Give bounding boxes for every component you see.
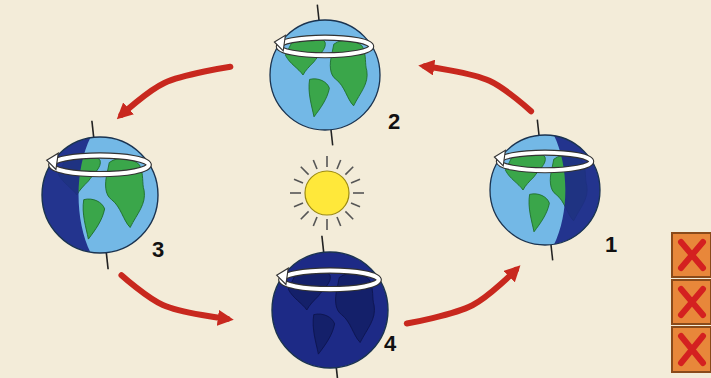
orbit-arrow [425, 66, 531, 111]
orbit-arrow [121, 67, 230, 115]
close-buttons [672, 233, 711, 372]
callout-number: 2 [386, 110, 402, 134]
sun [290, 156, 364, 230]
earth-globe: 3 [42, 137, 158, 253]
earth-globe: 2 [270, 20, 380, 130]
callout-number: 3 [150, 238, 166, 262]
globe-drawing [270, 20, 380, 130]
orbit-arrow [407, 270, 516, 324]
globe-drawing [42, 137, 158, 253]
globe-drawing [272, 252, 388, 368]
globe-drawing [490, 135, 600, 245]
earth-globe: 1 [490, 135, 600, 245]
earth-globe: 4 [272, 252, 388, 368]
orbit-arrow [121, 275, 227, 319]
callout-number: 1 [603, 233, 619, 257]
callout-number: 4 [382, 332, 398, 356]
